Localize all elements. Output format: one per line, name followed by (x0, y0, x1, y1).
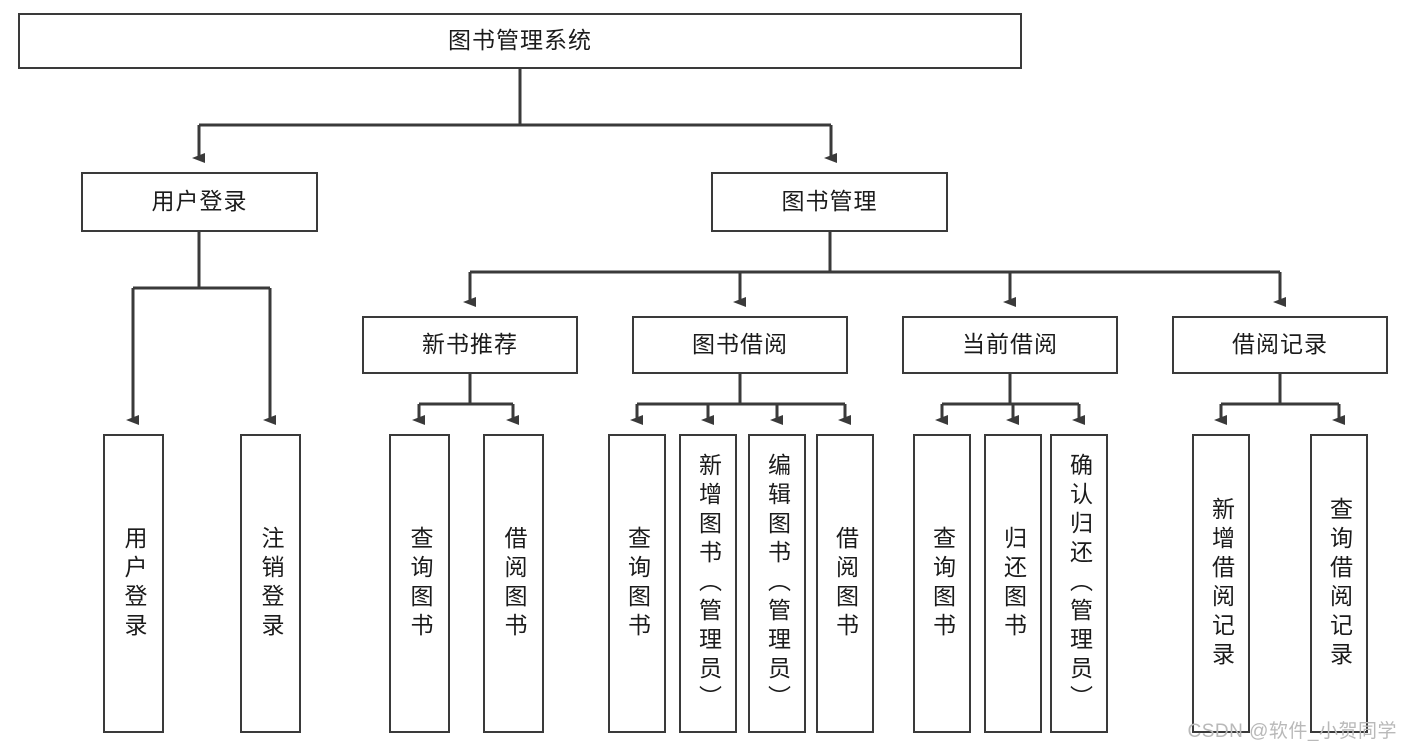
node-user-login[interactable]: 用户登录 (81, 172, 318, 232)
node-leaf-query-book-2[interactable]: 查询图书 (608, 434, 666, 733)
node-leaf-query-book-2-label: 查询图书 (624, 525, 651, 642)
node-leaf-borrow-book-2-label: 借阅图书 (832, 525, 859, 642)
node-user-login-label: 用户登录 (151, 188, 248, 215)
node-leaf-query-book-3[interactable]: 查询图书 (913, 434, 971, 733)
node-leaf-borrow-book-1[interactable]: 借阅图书 (483, 434, 544, 733)
node-leaf-query-record-label: 查询借阅记录 (1326, 496, 1353, 671)
node-leaf-add-record-label: 新增借阅记录 (1208, 496, 1235, 671)
node-leaf-query-record[interactable]: 查询借阅记录 (1310, 434, 1368, 733)
node-current-borrow-label: 当前借阅 (962, 331, 1058, 358)
node-current-borrow[interactable]: 当前借阅 (902, 316, 1118, 374)
node-leaf-user-login-label: 用户登录 (121, 525, 147, 642)
watermark: CSDN @软件_小贺同学 (1187, 721, 1397, 742)
node-leaf-add-record[interactable]: 新增借阅记录 (1192, 434, 1250, 733)
node-leaf-return-book-label: 归还图书 (1000, 525, 1027, 642)
node-leaf-borrow-book-2[interactable]: 借阅图书 (816, 434, 874, 733)
node-leaf-add-book-label: 新增图书（管理员） (695, 453, 722, 714)
node-leaf-logout-label: 注销登录 (258, 525, 284, 642)
node-new-book-recommend[interactable]: 新书推荐 (362, 316, 578, 374)
node-leaf-edit-book-label: 编辑图书（管理员） (764, 453, 791, 714)
node-new-book-recommend-label: 新书推荐 (422, 331, 518, 358)
node-leaf-edit-book[interactable]: 编辑图书（管理员） (748, 434, 806, 733)
node-book-borrow-label: 图书借阅 (692, 331, 788, 358)
node-root-label: 图书管理系统 (448, 27, 592, 54)
node-book-manage-label: 图书管理 (781, 188, 878, 215)
node-root[interactable]: 图书管理系统 (18, 13, 1022, 69)
node-leaf-query-book-1[interactable]: 查询图书 (389, 434, 450, 733)
node-leaf-user-login[interactable]: 用户登录 (103, 434, 164, 733)
node-borrow-record[interactable]: 借阅记录 (1172, 316, 1388, 374)
node-leaf-query-book-1-label: 查询图书 (407, 525, 433, 642)
node-book-manage[interactable]: 图书管理 (711, 172, 948, 232)
node-leaf-confirm-return[interactable]: 确认归还（管理员） (1050, 434, 1108, 733)
node-book-borrow[interactable]: 图书借阅 (632, 316, 848, 374)
node-leaf-borrow-book-1-label: 借阅图书 (501, 525, 527, 642)
node-borrow-record-label: 借阅记录 (1232, 331, 1328, 358)
node-leaf-query-book-3-label: 查询图书 (929, 525, 956, 642)
node-leaf-add-book[interactable]: 新增图书（管理员） (679, 434, 737, 733)
node-leaf-confirm-return-label: 确认归还（管理员） (1066, 453, 1093, 714)
node-leaf-logout[interactable]: 注销登录 (240, 434, 301, 733)
node-leaf-return-book[interactable]: 归还图书 (984, 434, 1042, 733)
